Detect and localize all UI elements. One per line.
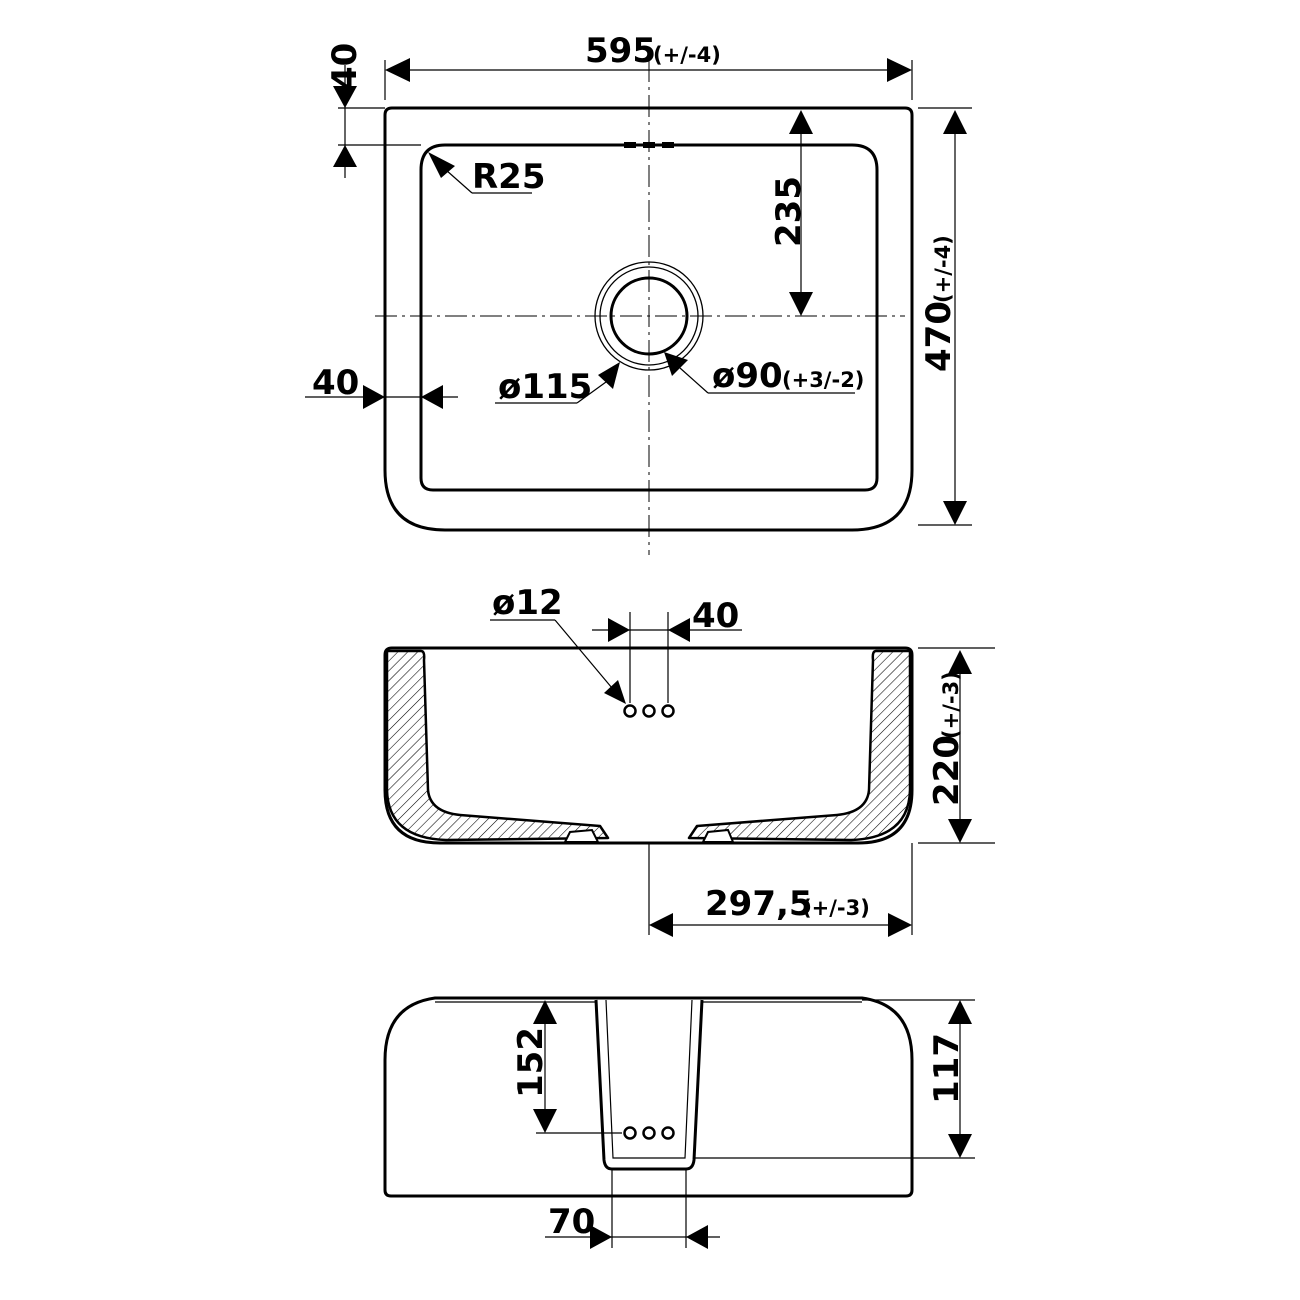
- drain-inner-hole: [609, 276, 689, 356]
- height-dimension: 220 (+/-3): [918, 647, 995, 844]
- hole-spacing-dimension: 40: [592, 596, 742, 703]
- notch-depth-value: 152: [511, 1027, 551, 1098]
- height-value: 220: [927, 735, 967, 806]
- section-outer-outline: [383, 646, 914, 845]
- drain-offset-value: 235: [769, 176, 809, 247]
- drain-outer-ring: [594, 261, 704, 371]
- front-section-view: ø12 40 220 (+/-3) 297,5: [383, 583, 995, 937]
- back-overflow-holes: [623, 1126, 675, 1140]
- side-height-dimension: 117: [694, 999, 975, 1159]
- rim-side-value: 40: [312, 363, 359, 403]
- hole-spacing-value: 40: [692, 596, 739, 636]
- sink-outer-outline: [383, 106, 914, 532]
- rim-top-dimension: 40: [325, 43, 421, 178]
- width-value: 595: [585, 31, 656, 71]
- drain-outer-value: ø115: [498, 367, 592, 407]
- right-support-cutout: [701, 828, 735, 843]
- width-dimension: 595 (+/-4): [384, 31, 913, 100]
- half-width-value: 297,5: [705, 884, 813, 924]
- corner-radius-callout: R25: [428, 152, 546, 197]
- rim-side-dimension: 40: [305, 363, 458, 409]
- notch-width-dimension: 70: [545, 1170, 720, 1249]
- corner-radius-value: R25: [472, 157, 546, 197]
- back-outline: [383, 996, 914, 1198]
- left-support-cutout: [563, 828, 600, 843]
- depth-tolerance: (+/-4): [931, 235, 955, 303]
- drain-inner-value: ø90: [712, 356, 783, 396]
- depth-value: 470: [919, 301, 959, 372]
- depth-dimension: 470 (+/-4): [918, 107, 972, 526]
- drain-outer-callout: ø115: [495, 362, 620, 407]
- drain-inner-callout: ø90 (+3/-2): [664, 352, 864, 396]
- half-width-dimension: 297,5 (+/-3): [648, 843, 913, 937]
- overflow-hole-callout: ø12: [490, 583, 626, 704]
- left-wall-hatch: [385, 649, 610, 842]
- height-tolerance: (+/-3): [939, 671, 963, 739]
- half-width-tolerance: (+/-3): [802, 896, 870, 920]
- notch-width-value: 70: [548, 1202, 595, 1242]
- overflow-holes: [623, 704, 675, 718]
- drain-offset-dimension: 235: [769, 110, 813, 316]
- overflow-channel-inner: [605, 999, 693, 1159]
- rim-top-value: 40: [325, 43, 365, 90]
- side-height-value: 117: [927, 1033, 967, 1104]
- right-wall-hatch: [687, 649, 912, 842]
- notch-depth-dimension: 152: [511, 1000, 622, 1134]
- overflow-hole-value: ø12: [492, 583, 563, 623]
- drain-inner-tolerance: (+3/-2): [782, 368, 864, 392]
- top-view: 595 (+/-4) 40 R25 235: [305, 31, 972, 555]
- basin-inner-outline: [419, 143, 879, 492]
- width-tolerance: (+/-4): [653, 43, 721, 67]
- drain-mid-ring: [599, 266, 699, 366]
- overflow-channel-outline: [594, 999, 704, 1171]
- back-view: 152 117 70: [383, 996, 975, 1249]
